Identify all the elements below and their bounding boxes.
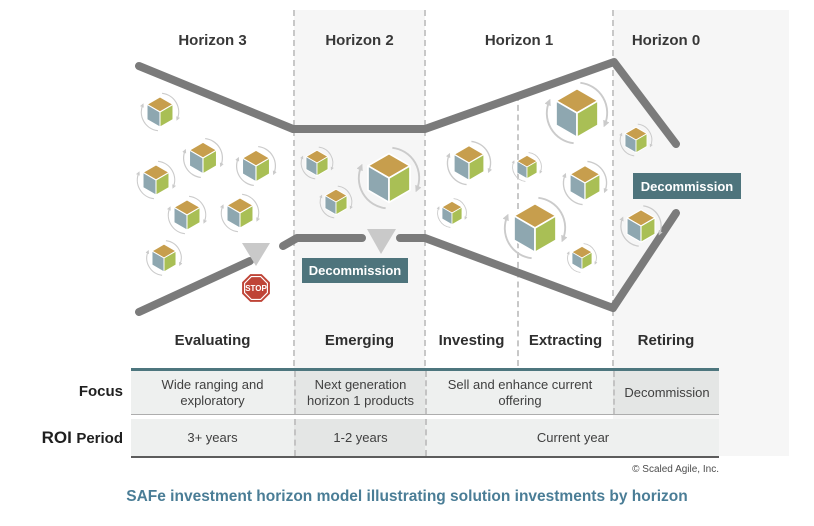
roi-cell-horizon1-0: Current year: [425, 419, 719, 456]
focus-cell-horizon1: Sell and enhance current offering: [425, 371, 613, 414]
stage-label-retiring: Retiring: [637, 332, 695, 349]
header-horizon-0: Horizon 0: [631, 32, 701, 49]
funnel-bottom-line-right: [396, 209, 680, 312]
solution-cube-icon: [447, 141, 490, 184]
focus-row: Wide ranging and exploratory Next genera…: [131, 368, 719, 415]
solution-cube-icon: [547, 83, 607, 143]
header-horizon-2: Horizon 2: [325, 32, 394, 49]
funnel-top-line: [135, 58, 680, 148]
solution-cube-icon: [438, 199, 467, 228]
roi-label-strong: ROI: [41, 428, 72, 447]
solution-cube-icon: [184, 139, 223, 178]
decommission-badge-horizon0: Decommission: [633, 173, 741, 199]
solution-cube-icon: [237, 147, 276, 186]
stage-label-extracting: Extracting: [528, 332, 603, 349]
solution-cube-icon: [568, 244, 597, 273]
funnel-bottom-line-mid: [279, 234, 366, 250]
solution-cube-icon: [505, 198, 565, 258]
solution-cube-icon: [147, 241, 181, 276]
solution-cube-icon: [359, 148, 419, 208]
caption-text: SAFe investment horizon model illustrati…: [126, 488, 688, 505]
solution-cube-icon: [513, 153, 542, 182]
stage-label-investing: Investing: [438, 332, 505, 349]
solution-cube-icon: [620, 124, 652, 156]
stop-sign-icon: STOP: [242, 274, 270, 302]
column-separator: [424, 10, 426, 366]
column-separator: [612, 10, 614, 366]
header-horizon-1: Horizon 1: [484, 32, 554, 49]
solution-cube-icon: [563, 161, 606, 204]
stage-label-evaluating: Evaluating: [174, 332, 251, 349]
decommission-badge-horizon2: Decommission: [302, 258, 408, 283]
roi-label-rest: Period: [76, 430, 123, 447]
cube-layer: [137, 83, 661, 276]
focus-cell-horizon2: Next generation horizon 1 products: [294, 371, 425, 414]
focus-cell-horizon0: Decommission: [613, 371, 719, 414]
solution-cube-icon: [320, 186, 352, 218]
solution-cube-icon: [137, 161, 174, 198]
roi-cell-horizon2: 1-2 years: [294, 419, 425, 456]
solution-cube-icon: [221, 194, 258, 231]
stop-sign-label: STOP: [245, 284, 267, 293]
roi-cell-horizon3: 3+ years: [187, 429, 238, 445]
solution-cube-icon: [168, 196, 205, 233]
down-triangle-icon: [242, 243, 270, 266]
stage-label-emerging: Emerging: [324, 332, 395, 349]
row-label-focus: Focus: [78, 383, 123, 400]
funnel-bottom-line-left: [135, 257, 254, 316]
solution-cube-icon: [141, 93, 178, 130]
column-separator: [293, 10, 295, 366]
focus-cell-horizon3: Wide ranging and exploratory: [161, 377, 264, 408]
header-horizon-3: Horizon 3: [178, 32, 247, 49]
solution-cube-icon: [301, 147, 333, 179]
roi-period-row: 3+ years 1-2 years Current year: [131, 419, 719, 458]
row-label-roi-period: ROI Period: [0, 428, 123, 448]
down-triangle-icon: [367, 229, 396, 254]
copyright-text: © Scaled Agile, Inc.: [632, 464, 719, 475]
